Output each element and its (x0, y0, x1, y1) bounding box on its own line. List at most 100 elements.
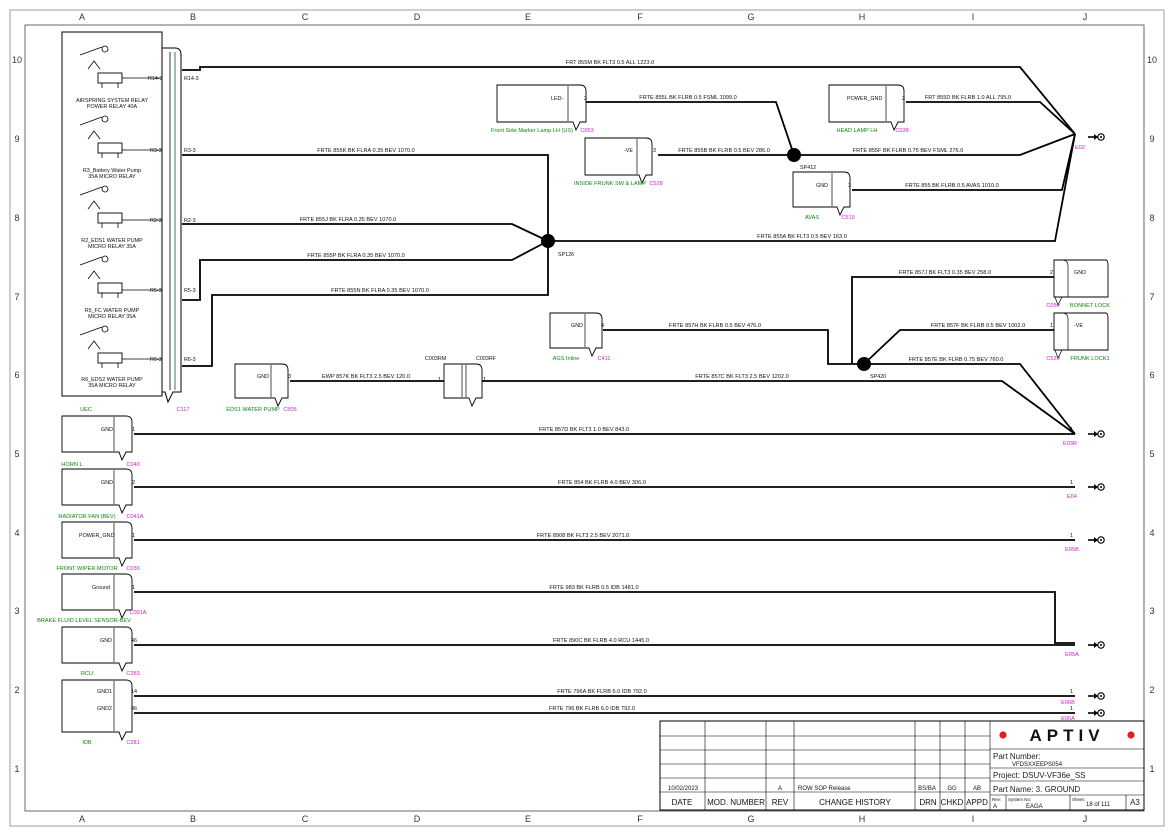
col-j-bottom: J (1083, 814, 1088, 824)
revision-table-grid (660, 721, 991, 810)
row-6-right: 6 (1149, 370, 1154, 380)
uec-pin-r14: R14-3 (184, 76, 199, 82)
marker-id: C053 (580, 128, 593, 134)
connector-rcu[interactable]: GND 46 RCU C283 (61, 626, 140, 677)
frunk-lock-id: C529 (1046, 356, 1059, 362)
ground-e04[interactable]: 1 E04 (1067, 480, 1105, 500)
wire-label-857c: FRTE 857C BK FLT3 2.5 BEV 1202.0 (695, 374, 788, 380)
idb-pin-name-1: GND1 (97, 689, 112, 695)
wire-label-8908: FRTE 8908 BK FLT3 2.5 BEV 2071.0 (537, 533, 629, 539)
system-value: EAGA (1026, 804, 1043, 810)
ground-e06a-id: E06A (1061, 716, 1075, 722)
col-d-top: D (414, 12, 421, 22)
head-lamp-pin-name: POWER_GND (847, 96, 882, 102)
row-10-left: 10 (12, 55, 22, 65)
rev-date: 10/02/2023 (668, 786, 699, 792)
ground-e05b-pin: 1 (1070, 533, 1073, 539)
eds1-id: C505 (283, 407, 296, 413)
ground-e05b[interactable]: 1 E05B (1065, 533, 1105, 553)
rcu-name: RCU (81, 671, 93, 677)
hdr-date: DATE (672, 798, 693, 807)
connector-head-lamp[interactable]: POWER_GND 2 HEAD LAMP LH C038 (828, 84, 909, 134)
hdr-appd: APPD (966, 798, 988, 807)
wire-label-855n: FRTE 855N BK FLRA 0.35 BEV 1070.0 (331, 288, 429, 294)
hdr-mod-number: MOD. NUMBER (707, 798, 765, 807)
idb-pin-name-2: GND2 (97, 706, 112, 712)
splice-sp126[interactable] (541, 234, 555, 248)
horn-pin-name: GND (101, 427, 113, 433)
ground-e02[interactable]: E02 (1075, 133, 1105, 151)
ground-e06b[interactable]: 1 E06B (1061, 689, 1105, 706)
rev-appd: AB (973, 786, 981, 792)
connector-bonnet-lock[interactable]: GND 2 BONNET LOCK C050 (1046, 259, 1110, 309)
wire-label-855k: FRTE 855K BK FLRA 0.35 BEV 1070.0 (317, 148, 415, 154)
connector-eds1-pump[interactable]: GND 3 EDS1 WATER PUMP C505 (226, 363, 297, 413)
ground-e06a[interactable]: 1 E06A (1061, 706, 1105, 722)
connector-avas[interactable]: GND 3 AVAS C519 (792, 171, 855, 221)
hdr-drn: DRN (919, 798, 937, 807)
ground-e05a[interactable]: E05A (1065, 640, 1105, 658)
ags-name: AGS Inline (553, 356, 580, 362)
horn-id: C040 (126, 462, 139, 468)
rev-drn: BS/BA (918, 786, 936, 792)
wire-855d[interactable] (906, 101, 1076, 135)
wire-855p[interactable] (182, 240, 549, 301)
wire-855a[interactable] (548, 133, 1076, 242)
wire-855l[interactable] (586, 101, 795, 156)
relay-name-r2-b: MICRO RELAY 35A (88, 244, 136, 250)
wire-855k[interactable] (182, 154, 549, 241)
uec-pin-r14-in: R14-3 (148, 76, 163, 82)
wire-857h[interactable] (603, 329, 864, 365)
part-name: Part Name: 3. GROUND (993, 785, 1080, 794)
wire-857e[interactable] (864, 363, 1076, 435)
connector-ags[interactable]: GND 4 AGS Inline C411 (549, 312, 610, 362)
avas-pin: 3 (848, 183, 851, 189)
splice-sp412[interactable] (787, 148, 801, 162)
rcu-pin-name: GND (100, 638, 112, 644)
column-labels-bottom: A B C D E F G H I J (79, 814, 1087, 824)
wire-857j[interactable] (851, 276, 1054, 364)
uec-pin-r5: R5-3 (184, 288, 196, 294)
row-labels-left: 10 9 8 7 6 5 4 3 2 1 (12, 55, 22, 774)
connector-frunk-lock[interactable]: -VE 1 FRUNK LOCK1 C529 (1046, 312, 1110, 362)
connector-idb[interactable]: GND1 14 GND2 46 IDB C281 (61, 679, 140, 746)
wire-855n[interactable] (182, 241, 549, 367)
wiper-pin-name: POWER_GND (79, 533, 114, 539)
uec-pin-r6-in: R6-3 (150, 357, 162, 363)
uec-relay-box[interactable]: AIRSPRING SYSTEM RELAY POWER RELAY 40A R… (61, 31, 199, 413)
row-labels-right: 10 9 8 7 6 5 4 3 2 1 (1147, 55, 1157, 774)
avas-pin-name: GND (816, 183, 828, 189)
wire-855f[interactable] (794, 133, 1076, 156)
connector-horn[interactable]: GND 1 HORN L C040 (61, 415, 140, 468)
connector-front-marker[interactable]: LED- 2 Front Side Marker Lamp LH (US) C0… (491, 84, 594, 134)
wires (134, 66, 1076, 714)
ground-e03r[interactable]: 1 E03R (1063, 427, 1105, 447)
inline-right-id: C003RF (476, 356, 497, 362)
wire-857f[interactable] (863, 329, 1054, 365)
wire-855j[interactable] (182, 223, 549, 242)
connector-radiator-fan[interactable]: GND 2 RADIATOR FAN (BEV) C041A (58, 468, 144, 520)
rev-label: Rev: (992, 797, 1001, 802)
outer-border (9, 9, 1165, 827)
wire-855[interactable] (852, 133, 1076, 191)
col-i-top: I (972, 12, 975, 22)
wire-857c[interactable] (482, 380, 1076, 435)
connector-inline-c003[interactable]: C003RM C003RF 1 1 (425, 356, 497, 408)
wire-983[interactable] (134, 591, 1075, 644)
relay-name-r3-a: R3_Battery Water Pump (83, 168, 141, 174)
avas-id: C519 (841, 215, 854, 221)
hdr-rev: REV (772, 798, 789, 807)
splice-sp420[interactable] (857, 357, 871, 371)
wire-855m[interactable] (182, 66, 1076, 135)
wire-label-855: FRTE 855 BK FLRB 0.5 AVAS 1010.0 (905, 183, 999, 189)
connector-brake-fluid[interactable]: Ground 1 BRAKE FLUID LEVEL SENSOR-BEV C0… (37, 573, 147, 624)
connector-frunk-switch[interactable]: -VE 3 INSIDE FRUNK SW & LAMP C528 (574, 137, 663, 187)
horn-pin: 1 (132, 427, 135, 433)
relay-name-r6-b: 35A MICRO RELAY (88, 383, 136, 389)
connector-wiper-motor[interactable]: POWER_GND 1 FRONT WIPER MOTOR C030 (56, 521, 140, 572)
relay-name-r2-a: R2_EDS1 WATER PUMP (81, 238, 143, 244)
eds1-name: EDS1 WATER PUMP (226, 407, 280, 413)
ground-e06b-pin: 1 (1070, 689, 1073, 695)
row-3-right: 3 (1149, 606, 1154, 616)
row-1-right: 1 (1149, 764, 1154, 774)
